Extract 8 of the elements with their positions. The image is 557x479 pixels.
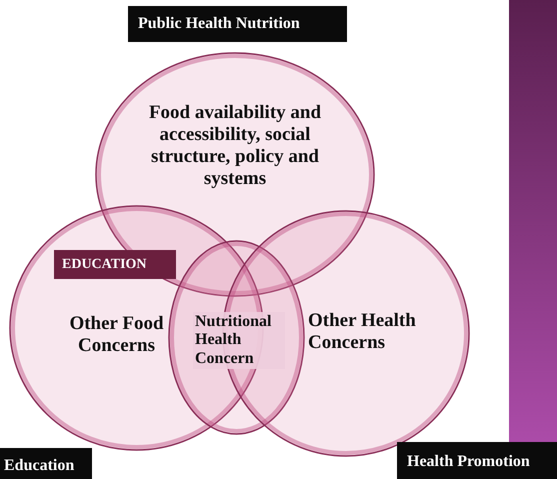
region-label: Nutritional Health Concern [193, 312, 285, 370]
category-tag: EDUCATION [54, 250, 176, 279]
region-label: Other Food Concerns [68, 313, 165, 357]
region-label: Other Health Concerns [308, 310, 417, 354]
region-label: Food availability and accessibility, social structure, policy and systems [148, 102, 322, 190]
title-banner: Health Promotion [397, 442, 557, 479]
title-banner: Public Health Nutrition [128, 6, 347, 42]
title-banner: Education [0, 448, 92, 479]
